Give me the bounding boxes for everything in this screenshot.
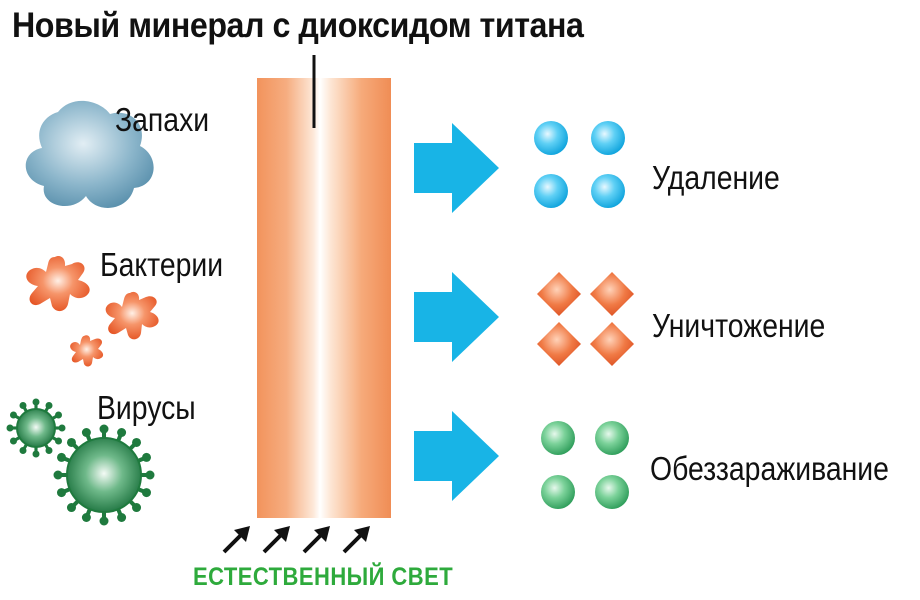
- odor-blob-icon: [25, 100, 154, 208]
- disinfection-dot-icon: [541, 475, 575, 509]
- bacteria-large-icon: [26, 256, 90, 312]
- titanium-dioxide-filter: [257, 78, 391, 518]
- bacteria-medium-icon: [105, 291, 159, 340]
- label-odors: Запахи: [115, 101, 210, 138]
- destruction-diamond-icon: [537, 322, 581, 366]
- natural-light-label: ЕСТЕСТВЕННЫЙ СВЕТ: [193, 563, 454, 591]
- virus-small-icon: [6, 398, 66, 458]
- destruction-diamond-icon: [537, 272, 581, 316]
- flow-arrow-removal: [414, 123, 499, 213]
- diagram-title: Новый минерал с диоксидом титана: [12, 6, 584, 45]
- label-destruction: Уничтожение: [652, 307, 826, 344]
- removal-dot-icon: [591, 121, 625, 155]
- bacteria-small-icon: [70, 335, 104, 367]
- light-arrow-icon: [262, 526, 290, 554]
- disinfection-dot-icon: [595, 475, 629, 509]
- flow-arrow-destruction: [414, 272, 499, 362]
- disinfection-dot-icon: [541, 421, 575, 455]
- light-arrow-icon: [342, 526, 370, 554]
- removal-dot-icon: [534, 174, 568, 208]
- label-viruses: Вирусы: [97, 389, 196, 426]
- disinfection-dot-icon: [595, 421, 629, 455]
- light-arrow-icon: [302, 526, 330, 554]
- virus-large-icon: [53, 424, 155, 526]
- destruction-diamond-icon: [590, 272, 634, 316]
- flow-arrow-disinfection: [414, 411, 499, 501]
- removal-dot-icon: [534, 121, 568, 155]
- removal-dot-icon: [591, 174, 625, 208]
- light-arrows: [222, 526, 370, 554]
- destruction-diamond-icon: [590, 322, 634, 366]
- label-bacteria: Бактерии: [100, 246, 224, 283]
- label-disinfection: Обеззараживание: [650, 450, 889, 487]
- light-arrow-icon: [222, 526, 250, 554]
- label-removal: Удаление: [652, 159, 780, 196]
